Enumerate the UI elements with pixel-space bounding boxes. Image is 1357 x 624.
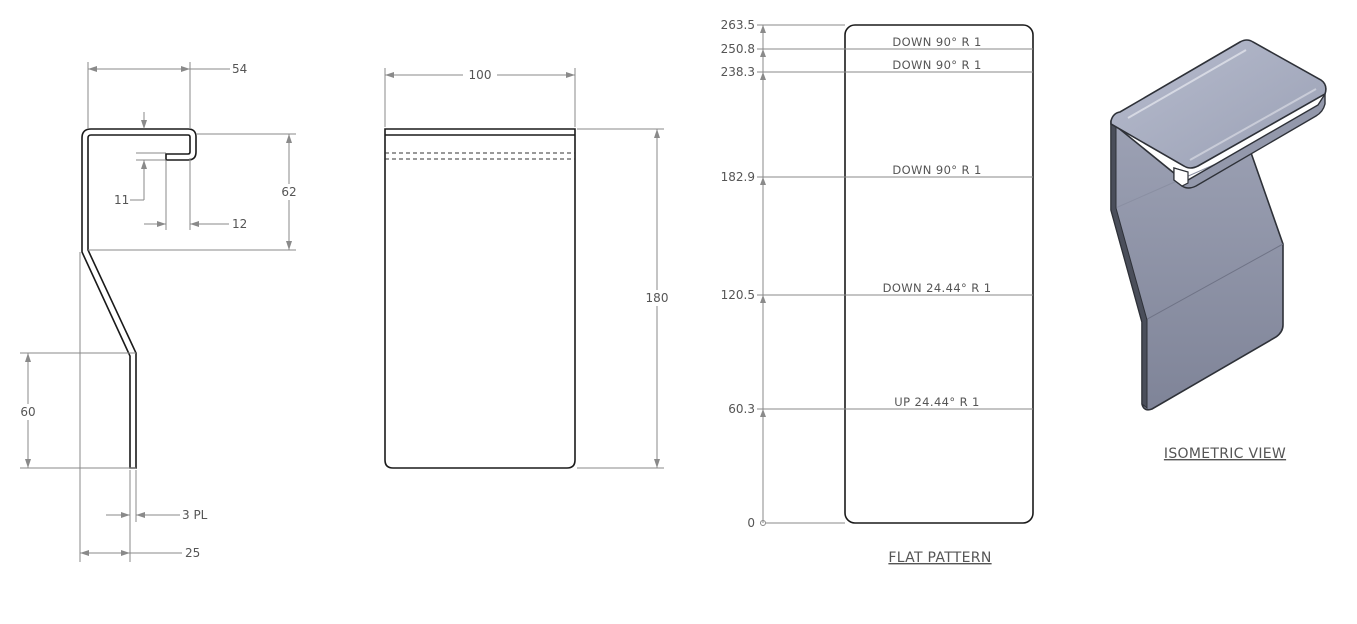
dim-25: 25 — [185, 546, 200, 560]
ordinate-250-8: 250.8 — [721, 42, 755, 56]
ordinate-238-3: 238.3 — [721, 65, 755, 79]
flat-blank-outline — [844, 24, 1034, 524]
front-view: 100 180 — [384, 67, 672, 469]
flat-pattern-caption: FLAT PATTERN — [888, 550, 991, 566]
dim-60: 60 — [20, 405, 35, 419]
bend-note-3: DOWN 90° R 1 — [892, 163, 981, 177]
bend-note-5: UP 24.44° R 1 — [894, 395, 980, 409]
ordinate-120-5: 120.5 — [721, 288, 755, 302]
dim-180: 180 — [646, 291, 669, 305]
dim-62: 62 — [281, 185, 296, 199]
ordinate-0: 0 — [747, 516, 755, 530]
dim-54: 54 — [232, 62, 247, 76]
flat-pattern-view: 263.5 250.8 238.3 182.9 120.5 60.3 0 DOW… — [721, 18, 1034, 566]
iso-top-face — [1110, 39, 1327, 169]
bend-note-4: DOWN 24.44° R 1 — [883, 281, 992, 295]
isometric-view: ISOMETRIC VIEW — [1110, 39, 1327, 462]
bend-note-1: DOWN 90° R 1 — [892, 35, 981, 49]
side-view: 54 62 11 12 60 3 PL — [18, 62, 299, 562]
ordinate-182-9: 182.9 — [721, 170, 755, 184]
dim-3pl: 3 PL — [182, 508, 208, 522]
dim-11: 11 — [114, 193, 129, 207]
ordinate-263-5: 263.5 — [721, 18, 755, 32]
bend-note-2: DOWN 90° R 1 — [892, 58, 981, 72]
isometric-part — [1110, 39, 1327, 411]
iso-front-face — [1110, 120, 1284, 411]
dim-100: 100 — [469, 68, 492, 82]
front-outline — [384, 128, 576, 469]
dim-12: 12 — [232, 217, 247, 231]
ordinate-60-3: 60.3 — [728, 402, 755, 416]
isometric-view-caption: ISOMETRIC VIEW — [1164, 446, 1286, 462]
side-profile-outer — [81, 128, 197, 469]
